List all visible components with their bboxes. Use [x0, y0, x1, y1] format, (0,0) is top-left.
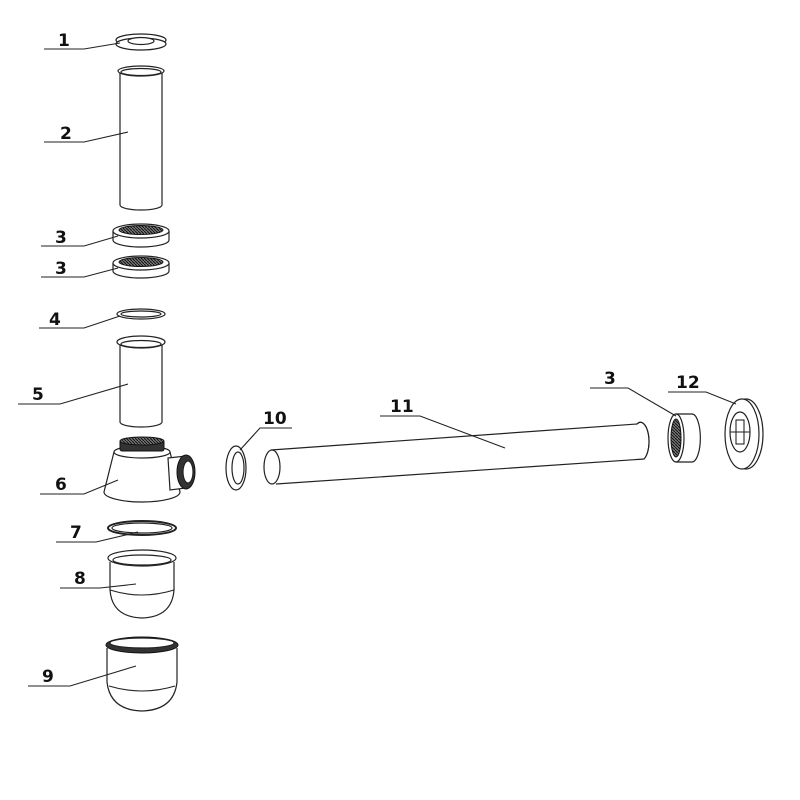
leader-lines — [18, 42, 737, 687]
label-part-9: 9 — [42, 667, 54, 687]
part-7-o-ring — [107, 520, 177, 536]
label-part-11: 11 — [390, 397, 414, 417]
part-3-nut-horizontal — [667, 413, 701, 463]
label-part-6: 6 — [55, 475, 67, 495]
part-3-nut-lower — [112, 255, 170, 279]
part-labels: 1 2 3 3 4 5 6 7 8 9 10 11 3 12 — [32, 31, 700, 687]
label-part-10: 10 — [263, 409, 287, 429]
part-10-ring — [225, 445, 247, 491]
part-12-wall-flange — [724, 398, 764, 470]
part-3-nut-upper — [112, 223, 170, 248]
label-part-3-upper: 3 — [55, 228, 67, 248]
part-5-short-tube — [116, 335, 166, 428]
label-part-5: 5 — [32, 385, 44, 405]
label-part-8: 8 — [74, 569, 86, 589]
part-11-horizontal-pipe — [263, 421, 650, 485]
label-part-4: 4 — [49, 310, 61, 330]
label-part-3-horizontal: 3 — [604, 369, 616, 389]
label-part-1: 1 — [58, 31, 70, 51]
part-6-trap-body — [103, 436, 196, 503]
part-1-flange-ring — [115, 33, 167, 51]
part-9-bottle-base — [105, 636, 179, 712]
part-4-washer — [116, 308, 166, 320]
label-part-7: 7 — [70, 523, 82, 543]
label-part-2: 2 — [60, 124, 72, 144]
label-part-3-lower: 3 — [55, 259, 67, 279]
part-2-tail-tube — [117, 65, 165, 211]
part-8-bottle-cup — [107, 549, 177, 619]
label-part-12: 12 — [676, 373, 700, 393]
